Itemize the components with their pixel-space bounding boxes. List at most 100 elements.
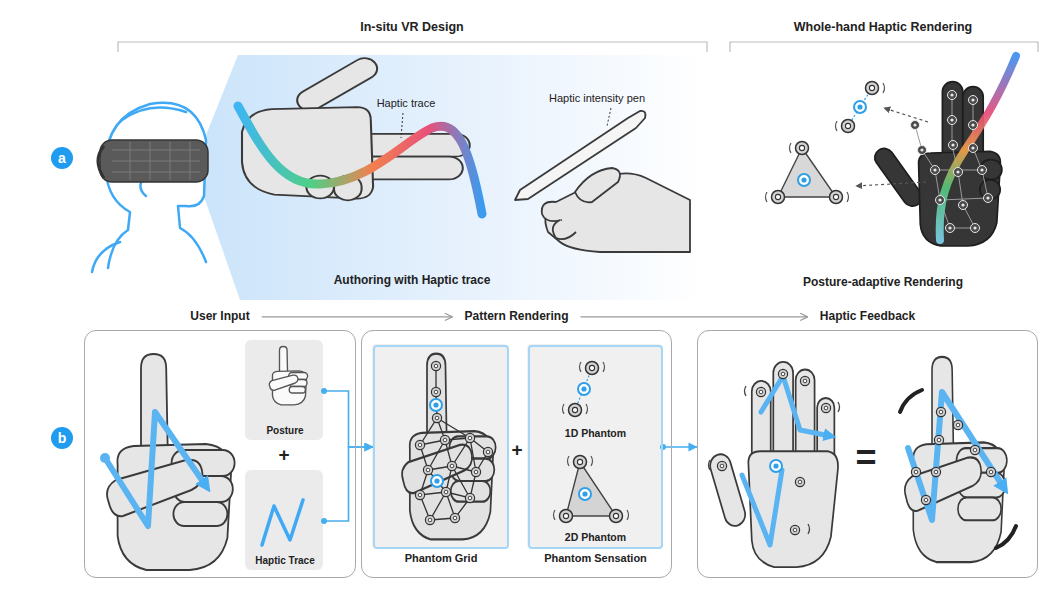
pointing-hand xyxy=(905,357,1007,562)
vibration-mark xyxy=(900,390,922,412)
phantom-1d-cluster xyxy=(842,120,855,133)
section-title: In-situ VR Design xyxy=(360,20,463,34)
hand-actuators xyxy=(936,196,945,205)
hand-actuators xyxy=(984,194,993,203)
input-hand xyxy=(107,354,235,570)
pen-hand xyxy=(575,168,620,202)
feedback-actuators xyxy=(936,407,945,416)
connector-arrow xyxy=(262,316,453,317)
trace-icon xyxy=(262,500,303,545)
pen-hand xyxy=(515,111,690,252)
pen-hand xyxy=(553,220,576,239)
phantom-2d-figure xyxy=(554,456,629,520)
vr-headset xyxy=(98,146,104,178)
feedback-actuators xyxy=(911,467,920,476)
user-head xyxy=(92,242,120,272)
phantom-grid-mesh xyxy=(420,366,488,520)
feedback-actuators xyxy=(790,525,799,534)
phantom-2d-figure xyxy=(579,488,591,500)
grid-actuators xyxy=(471,467,480,476)
figure-caption: Authoring with Haptic trace xyxy=(334,274,491,288)
hand-actuators xyxy=(948,116,957,125)
haptic-trace-path xyxy=(105,412,206,526)
open-hand xyxy=(707,362,838,567)
grid-actuators xyxy=(431,387,440,396)
pen-hand xyxy=(542,202,562,221)
grid-actuators xyxy=(450,513,459,522)
phantom-2d-cluster xyxy=(778,148,836,197)
feedback-actuators xyxy=(953,420,962,429)
feedback-actuators xyxy=(756,387,765,396)
equals-sign: = xyxy=(855,437,876,478)
pointing-hand xyxy=(905,357,1007,562)
figure-caption: Posture-adaptive Rendering xyxy=(803,276,963,290)
vibration-mark xyxy=(900,390,1016,548)
grid-actuators xyxy=(430,399,442,411)
user-head xyxy=(106,103,206,268)
render-box-fill xyxy=(372,344,508,548)
feedback-actuators xyxy=(921,495,930,504)
grid-actuators xyxy=(432,413,441,422)
phantom-1d-figure xyxy=(578,383,590,395)
phantom-2d-cluster xyxy=(772,191,785,204)
input-card: Posture xyxy=(246,341,324,441)
grid-actuators xyxy=(431,361,440,370)
phantom-2d-figure xyxy=(554,456,629,523)
grid-actuators xyxy=(465,433,474,442)
box-label: Phantom Sensation xyxy=(544,552,647,565)
phantom-1d-cluster xyxy=(836,83,885,131)
panel-badge: a xyxy=(51,147,73,169)
grid-actuators xyxy=(415,490,424,499)
section-bracket xyxy=(118,42,1038,52)
connector-arrow xyxy=(581,316,808,317)
posture-icon xyxy=(269,347,307,405)
card-fill xyxy=(245,340,323,440)
panel-letter: a xyxy=(51,147,73,169)
hand-actuators xyxy=(911,91,993,233)
connector-arrow xyxy=(324,391,373,447)
panel-heading: User Input xyxy=(190,310,249,324)
hand-actuators xyxy=(971,224,980,233)
phantom-1d-figure xyxy=(569,404,582,417)
card-label: Haptic Trace xyxy=(255,555,314,567)
feedback-actuators xyxy=(795,477,804,486)
card-fill xyxy=(245,340,323,570)
phantom-2d-cluster xyxy=(766,143,849,202)
hand-actuators xyxy=(931,166,940,175)
render-box-fill xyxy=(372,344,662,548)
input-hand xyxy=(107,354,235,570)
dashed-pointer xyxy=(856,182,926,186)
hand-actuators xyxy=(959,201,968,210)
phantom-1d-cluster xyxy=(836,82,885,133)
phantom-2d-figure xyxy=(560,510,573,523)
leader-line xyxy=(401,113,403,138)
section-bracket xyxy=(118,42,707,52)
feedback-actuators xyxy=(709,386,840,534)
feedback-actuators xyxy=(931,467,940,476)
hand-actuators xyxy=(969,96,978,105)
haptic-trace-path xyxy=(761,376,830,436)
callout-label: Haptic intensity pen xyxy=(549,92,645,105)
phantom-2d-cluster xyxy=(830,191,843,204)
phantom-1d-cluster xyxy=(866,82,879,95)
grid-actuators xyxy=(483,447,492,456)
haptic-trace-curve xyxy=(940,56,1016,240)
panel-badge: b xyxy=(51,427,73,449)
render-box: 1D Phantom2D PhantomPhantom Sensation xyxy=(528,345,663,549)
feedback-actuators xyxy=(911,407,995,504)
stage-panel: PostureHaptic TraceUser Input xyxy=(84,330,356,578)
haptic-trace-curve xyxy=(238,106,482,214)
grid-hand xyxy=(402,354,496,540)
phantom-2d-cluster xyxy=(798,174,810,186)
feedback-actuators xyxy=(970,445,979,454)
grid-actuators xyxy=(415,361,492,524)
hand-actuators xyxy=(969,144,978,153)
card-label: Posture xyxy=(266,425,303,437)
phantom-1d-figure xyxy=(563,362,605,417)
section-title: Whole-hand Haptic Rendering xyxy=(794,20,972,34)
dashed-pointer xyxy=(856,108,928,186)
phantom-2d-cluster xyxy=(796,142,809,155)
hand-actuators xyxy=(969,121,978,130)
user-head xyxy=(92,103,206,272)
